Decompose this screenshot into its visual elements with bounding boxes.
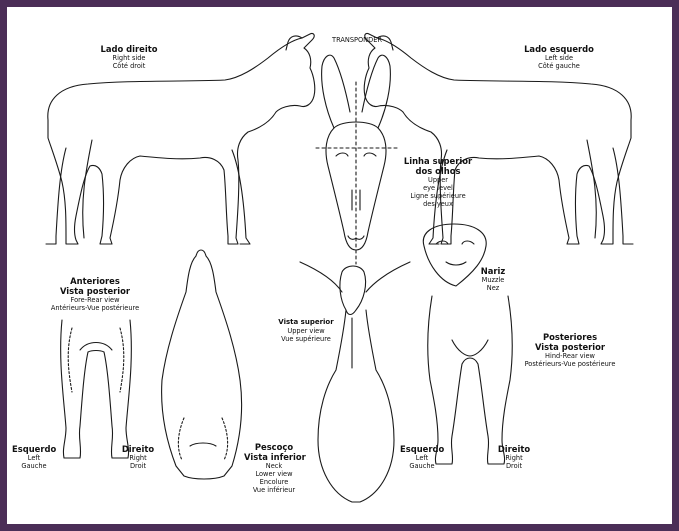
eye-level-label: Linha superior dos olhos Upper eye level… bbox=[398, 156, 478, 208]
fore-rear-view-label: Anteriores Vista posterior Fore-Rear vie… bbox=[40, 276, 150, 312]
hind-left-label: Esquerdo Left Gauche bbox=[400, 444, 444, 470]
right-side-label: Lado direito Right side Côté droit bbox=[86, 44, 172, 70]
upper-view-outline bbox=[300, 262, 410, 502]
muzzle-label: Nariz Muzzle Nez bbox=[476, 266, 510, 292]
hind-rear-view-label: Posteriores Vista posterior Hind-Rear vi… bbox=[520, 332, 620, 368]
hind-legs-rear-view-outline bbox=[428, 296, 512, 464]
neck-lower-view-label: Pescoço Vista inferior Neck Lower view E… bbox=[244, 442, 304, 494]
upper-view-label: Vista superior Upper view Vue supérieure bbox=[276, 318, 336, 343]
neck-lower-view-outline bbox=[162, 250, 242, 479]
hind-right-label: Direito Right Droit bbox=[494, 444, 534, 470]
fore-right-label: Direito Right Droit bbox=[118, 444, 158, 470]
fore-left-label: Esquerdo Left Gauche bbox=[12, 444, 56, 470]
fore-legs-rear-view-outline bbox=[61, 320, 132, 458]
left-side-label: Lado esquerdo Left side Côté gauche bbox=[514, 44, 604, 70]
transponder-label: TRANSPONDER bbox=[330, 36, 384, 44]
